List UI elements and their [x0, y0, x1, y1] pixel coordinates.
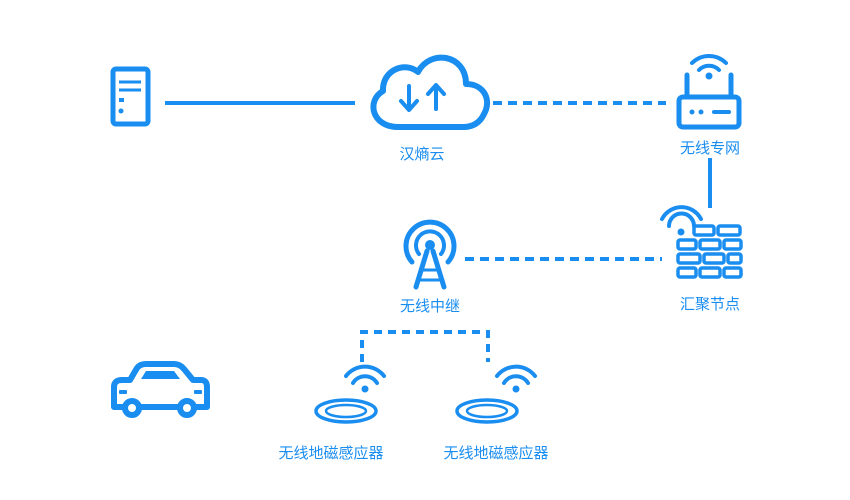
brick-wall-wifi-icon	[660, 205, 743, 279]
connection-links	[165, 101, 712, 362]
sensor1-label: 无线地磁感应器	[278, 444, 383, 462]
router-label: 无线专网	[680, 139, 740, 157]
cloud-sync-icon	[370, 54, 491, 130]
magnetic-sensor-icon	[314, 364, 386, 424]
gateway-label: 汇聚节点	[680, 295, 740, 313]
link-relay-sensors	[360, 330, 490, 362]
car-icon	[111, 361, 210, 418]
relay-label: 无线中继	[400, 297, 460, 315]
server-icon	[110, 66, 151, 127]
radio-tower-icon	[403, 219, 457, 290]
wifi-router-icon	[676, 53, 742, 130]
magnetic-sensor-icon	[455, 364, 537, 424]
cloud-label: 汉熵云	[399, 145, 444, 163]
sensor2-label: 无线地磁感应器	[443, 444, 548, 462]
